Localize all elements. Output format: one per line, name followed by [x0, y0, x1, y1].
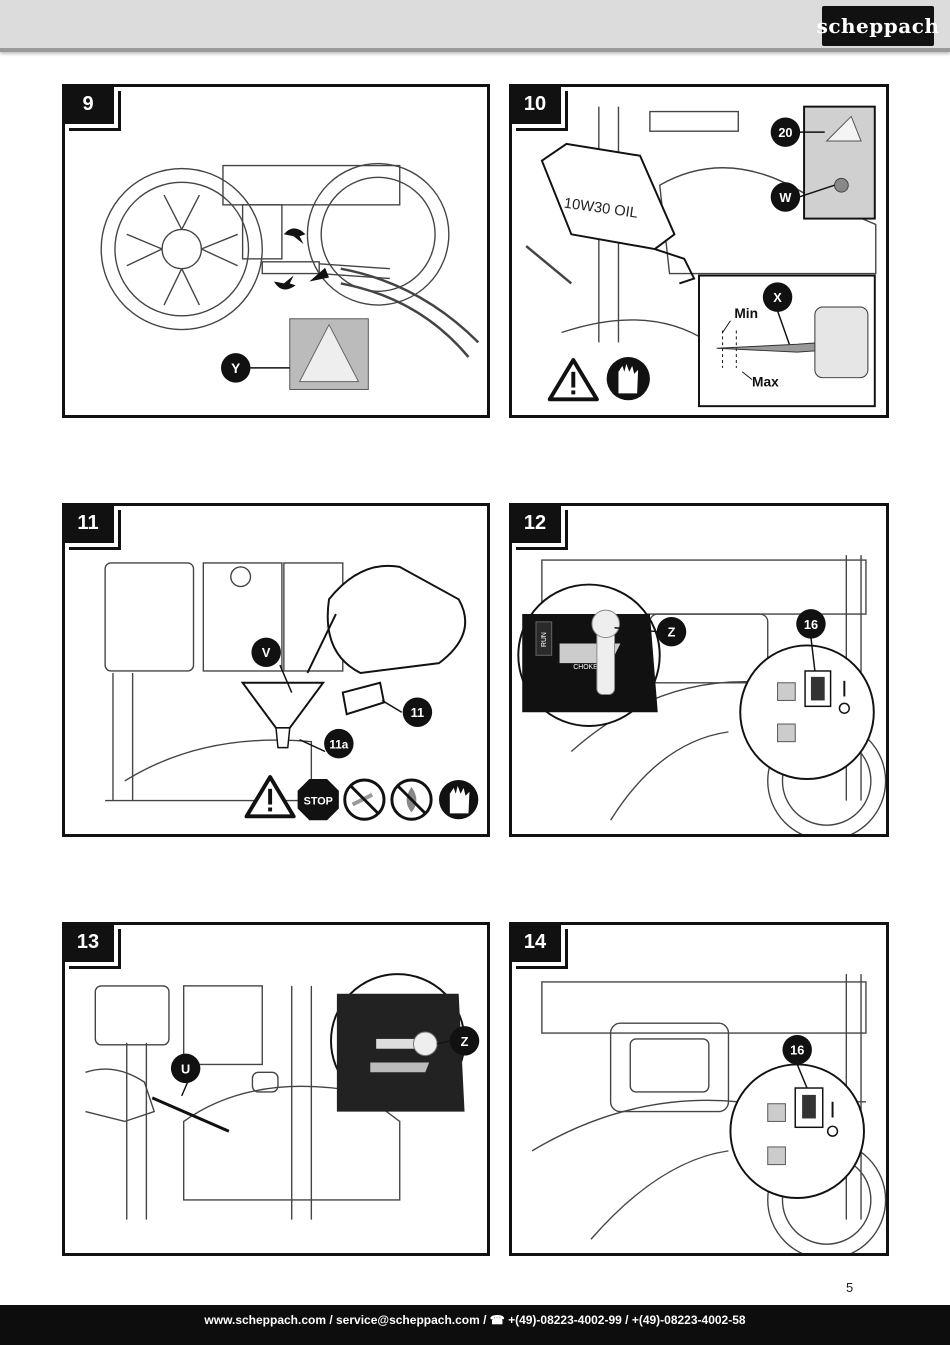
- figure-12-panel: RUN CHOKE Z 16: [509, 503, 889, 837]
- label-max: Max: [752, 375, 779, 390]
- page-number: 5: [846, 1280, 854, 1295]
- figure-10-illustration: 10W30 OIL 20 W Min Max X: [525, 105, 877, 408]
- figure-10-number: 10: [509, 84, 561, 124]
- footer-contact: www.scheppach.com / service@scheppach.co…: [204, 1313, 746, 1327]
- figure-11-number: 11: [62, 503, 114, 543]
- label-z: Z: [668, 625, 676, 640]
- label-y: Y: [231, 361, 240, 376]
- label-min: Min: [734, 306, 758, 321]
- gloves-icon: [606, 357, 650, 401]
- figure-14-illustration: 16: [531, 974, 886, 1253]
- run-label: RUN: [541, 632, 548, 647]
- figure-9-illustration: Y: [100, 162, 480, 390]
- label-16: 16: [804, 617, 818, 632]
- warning-icon: [547, 358, 599, 402]
- label-v: V: [262, 645, 271, 660]
- figure-12-number: 12: [509, 503, 561, 543]
- gloves-icon: [439, 779, 479, 820]
- label-x: X: [773, 290, 782, 305]
- figure-11-panel: V 11 11a STOP: [62, 503, 490, 837]
- figure-13-panel: U Z: [62, 922, 490, 1256]
- stop-sign-icon: STOP: [297, 779, 339, 821]
- label-u: U: [181, 1061, 190, 1076]
- label-11a: 11a: [329, 739, 348, 752]
- brand-logo: scheppach: [817, 6, 939, 46]
- label-w: W: [779, 190, 792, 205]
- figure-9-panel: Y: [62, 84, 490, 418]
- figure-11-illustration: V 11 11a STOP: [104, 562, 479, 821]
- no-smoking-icon: [343, 778, 386, 821]
- footer-bar: www.scheppach.com / service@scheppach.co…: [0, 1305, 950, 1345]
- figure-14-number: 14: [509, 922, 561, 962]
- no-open-flame-icon: [390, 778, 433, 821]
- figure-13-number: 13: [62, 922, 114, 962]
- figure-9-number: 9: [62, 84, 114, 124]
- label-16: 16: [790, 1043, 804, 1058]
- stop-sign-label: STOP: [304, 796, 333, 808]
- figure-14-panel: 16: [509, 922, 889, 1256]
- warning-icon: [244, 775, 296, 819]
- header-bar: scheppach: [0, 0, 950, 52]
- choke-label: CHOKE: [573, 664, 598, 671]
- oil-bottle: 10W30 OIL: [540, 142, 696, 285]
- figure-13-illustration: U Z: [85, 973, 480, 1220]
- label-11: 11: [411, 705, 424, 720]
- label-z: Z: [461, 1034, 469, 1049]
- label-20: 20: [778, 125, 792, 140]
- figure-12-illustration: RUN CHOKE Z 16: [517, 555, 886, 834]
- figure-10-panel: 10W30 OIL 20 W Min Max X: [509, 84, 889, 418]
